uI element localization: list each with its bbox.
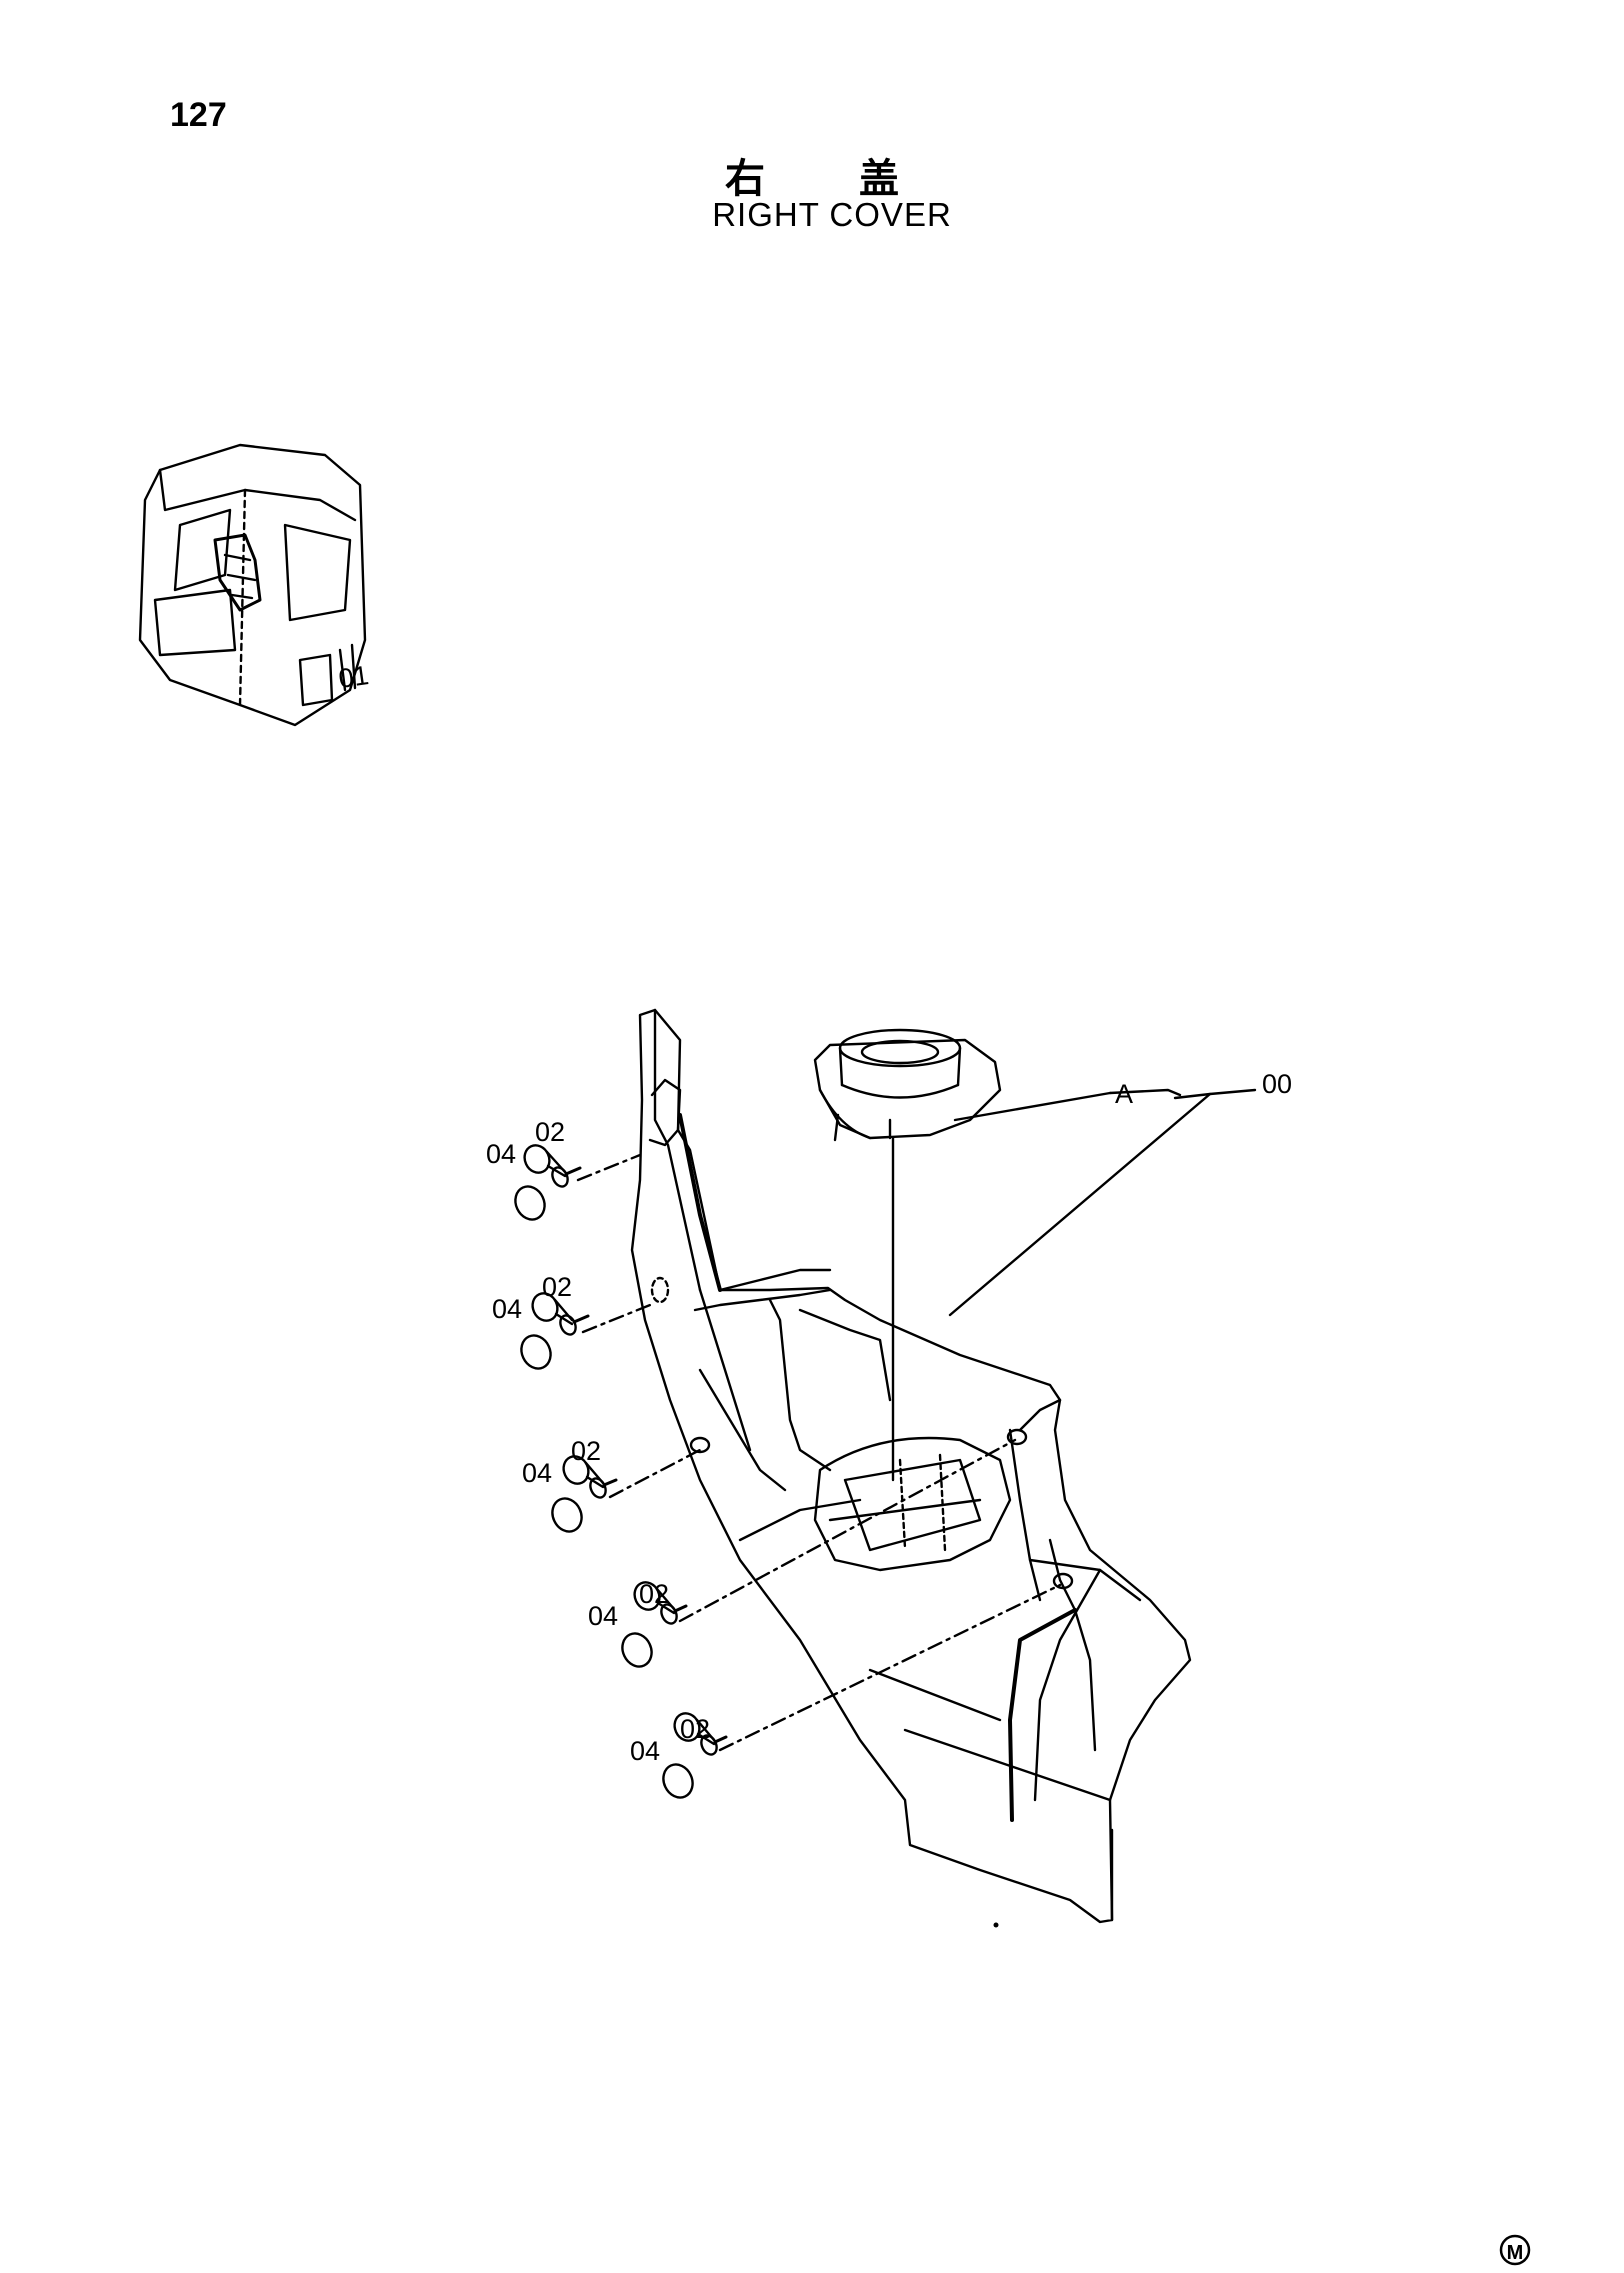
callout-04-2: 04 xyxy=(492,1294,522,1324)
callout-a: A xyxy=(1115,1079,1133,1109)
callout-02-3: 02 xyxy=(571,1436,601,1466)
fastener-set-5 xyxy=(662,1712,728,1799)
callout-04-4: 04 xyxy=(588,1601,618,1631)
callout-02-5: 02 xyxy=(680,1714,710,1744)
vent-duct-drawing xyxy=(813,1028,1002,1142)
callout-02-1: 02 xyxy=(535,1117,565,1147)
callout-04-5: 04 xyxy=(630,1736,660,1766)
page-number: 127 xyxy=(170,96,227,134)
callout-00: 00 xyxy=(1262,1069,1292,1099)
callout-04-1: 04 xyxy=(486,1139,516,1169)
leader-lines xyxy=(576,1088,1257,1752)
callout-02-2: 02 xyxy=(542,1272,572,1302)
mark-letter: M xyxy=(1507,2242,1524,2264)
title-chinese: 右 盖 xyxy=(725,156,939,202)
title-english: RIGHT COVER xyxy=(712,196,952,233)
fastener-set-2 xyxy=(520,1292,590,1370)
callout-02-4: 02 xyxy=(639,1579,669,1609)
right-cover-panel-drawing xyxy=(630,1008,1192,1924)
circled-m-icon: M xyxy=(1499,2234,1531,2266)
inset-callout-01: 01 xyxy=(337,660,371,694)
panel-holes xyxy=(650,1276,1074,1590)
cab-inset-drawing xyxy=(138,443,367,727)
fastener-set-1 xyxy=(514,1144,582,1221)
fastener-set-4 xyxy=(621,1581,688,1668)
callout-04-3: 04 xyxy=(522,1458,552,1488)
fastener-set-3 xyxy=(551,1455,618,1533)
